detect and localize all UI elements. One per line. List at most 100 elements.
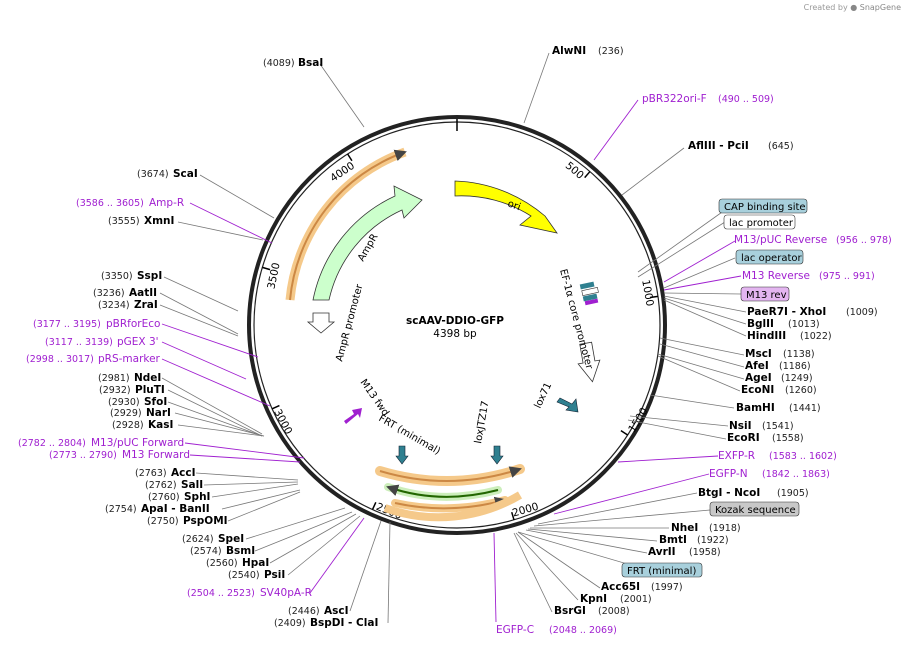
enzyme-sfoi: (2930)SfoI (108, 396, 167, 408)
svg-text:(1249): (1249) (781, 373, 813, 384)
svg-text:(3117 .. 3139): (3117 .. 3139) (45, 337, 113, 348)
svg-text:(1022): (1022) (800, 331, 832, 342)
feature-m13fwd[interactable]: M13 fwd (344, 377, 391, 424)
enzyme-nsii: NsiI(1541) (729, 420, 794, 432)
primer-pbrforeco: (3177 .. 3195) pBRforEco (33, 318, 160, 330)
box-lac-operator: lac operator (735, 249, 804, 265)
svg-text:(2929): (2929) (110, 408, 142, 419)
svg-text:(3234): (3234) (98, 300, 130, 311)
svg-text:M13/pUC Reverse: M13/pUC Reverse (734, 234, 827, 246)
svg-text:(956 .. 978): (956 .. 978) (836, 235, 892, 246)
ampr-promoter-label: AmpR promoter (334, 282, 365, 362)
svg-text:NheI: NheI (671, 522, 698, 534)
svg-text:(236): (236) (598, 46, 624, 57)
enzyme-labels-left: (4089)BsaI (3674)ScaI (3555)XmnI (3350)S… (93, 57, 378, 629)
svg-text:(645): (645) (768, 141, 794, 152)
enzyme-sspi: (3350)SspI (101, 270, 162, 282)
feature-gfp-arrows[interactable] (375, 464, 525, 513)
svg-text:PaeR7I - XhoI: PaeR7I - XhoI (747, 306, 826, 318)
snapgene-logo-icon: ● (850, 3, 858, 12)
svg-text:AscI: AscI (324, 605, 349, 617)
enzyme-psii: (2540) PsiI (228, 569, 285, 581)
svg-text:pRS-marker: pRS-marker (98, 353, 161, 365)
svg-text:(3177 .. 3195): (3177 .. 3195) (33, 319, 101, 330)
svg-text:(1918): (1918) (709, 523, 741, 534)
svg-text:(2782 .. 2804): (2782 .. 2804) (18, 438, 86, 449)
box-kozak-sequence: Kozak sequence (709, 501, 800, 517)
frt-minimal-label: FRT (minimal) (377, 413, 443, 457)
svg-text:(2750): (2750) (147, 516, 179, 527)
feature-itr-bottom[interactable] (383, 491, 523, 522)
feature-lox71[interactable]: lox71 (533, 381, 579, 413)
enzyme-pluti: (2932)PluTI (99, 384, 165, 396)
svg-text:(2762): (2762) (145, 480, 177, 491)
svg-text:PsiI: PsiI (264, 569, 285, 581)
svg-text:(1558): (1558) (772, 433, 804, 444)
svg-text:(2624): (2624) (182, 534, 214, 545)
svg-text:Amp-R: Amp-R (149, 197, 184, 209)
svg-text:lac promoter: lac promoter (729, 218, 794, 229)
primer-m13puc-reverse: M13/pUC Reverse (956 .. 978) (734, 234, 892, 246)
svg-text:CAP binding site: CAP binding site (724, 202, 806, 213)
enzyme-agei: AgeI (1249) (745, 372, 813, 384)
feature-loxjtz17[interactable]: loxJTZ17 (473, 400, 504, 465)
enzyme-hindiii: HindIII(1022) (747, 330, 832, 342)
plasmid-name: scAAV-DDIO-GFP (406, 315, 504, 327)
box-frt-minimal: FRT (minimal) (621, 562, 703, 578)
primer-labels: pBR322ori-F(490 .. 509) (3586 .. 3605)Am… (18, 93, 892, 636)
enzyme-avrii: AvrII(1958) (648, 546, 721, 558)
primer-sv40pa-r: (2504 .. 2523)SV40pA-R (187, 587, 312, 599)
svg-text:(2998 .. 3017): (2998 .. 3017) (26, 354, 94, 365)
svg-text:EGFP-C: EGFP-C (496, 624, 534, 636)
enzyme-bmti: BmtI(1922) (659, 534, 729, 546)
ruler-500: 500 (563, 160, 586, 182)
svg-text:SpeI: SpeI (218, 533, 244, 545)
box-lac-promoter: lac promoter (723, 214, 796, 230)
svg-text:M13 Reverse: M13 Reverse (742, 270, 810, 282)
svg-text:(3350): (3350) (101, 271, 133, 282)
enzyme-kpni: KpnI(2001) (580, 593, 652, 605)
svg-text:FRT (minimal): FRT (minimal) (627, 566, 696, 577)
enzyme-afliii-pcii: AflIII - PciI(645) (688, 140, 794, 152)
svg-text:(2008): (2008) (598, 606, 630, 617)
enzyme-bspdi-clai: (2409)BspDI - ClaI (274, 617, 378, 629)
svg-text:pBRforEco: pBRforEco (106, 318, 160, 330)
svg-text:lac operator: lac operator (741, 253, 802, 264)
enzyme-aatii: (3236) AatII (93, 287, 157, 299)
svg-text:M13 rev: M13 rev (746, 290, 787, 301)
svg-text:(2048 .. 2069): (2048 .. 2069) (549, 625, 617, 636)
primer-pgex3: (3117 .. 3139)pGEX 3' (45, 336, 159, 348)
m13fwd-label: M13 fwd (358, 377, 391, 418)
svg-text:BamHI: BamHI (736, 402, 775, 414)
svg-text:(1842 .. 1863): (1842 .. 1863) (762, 469, 830, 480)
svg-text:(3236): (3236) (93, 288, 125, 299)
feature-frt-minimal[interactable]: FRT (minimal) (377, 413, 443, 465)
enzyme-bamhi: BamHI (1441) (736, 402, 821, 414)
box-m13-rev: M13 rev (740, 286, 790, 302)
enzyme-bglii: BglII(1013) (747, 318, 820, 330)
svg-text:BsaI: BsaI (298, 57, 323, 69)
svg-text:(1260): (1260) (785, 385, 817, 396)
svg-text:AatII: AatII (129, 287, 157, 299)
ori-label: ori (506, 198, 522, 213)
feature-ori[interactable]: ori (454, 180, 558, 234)
svg-text:(3674): (3674) (137, 169, 169, 180)
svg-text:AccI: AccI (171, 467, 195, 479)
plasmid-size: 4398 bp (433, 328, 477, 340)
enzyme-afei: AfeI(1186) (745, 360, 811, 372)
svg-text:M13 Forward: M13 Forward (122, 449, 190, 461)
svg-text:(2001): (2001) (620, 594, 652, 605)
feature-itr-top[interactable] (285, 147, 407, 301)
loxjtz17-label: loxJTZ17 (473, 400, 491, 444)
svg-text:(1922): (1922) (697, 535, 729, 546)
enzyme-hpai: (2560)HpaI (206, 557, 269, 569)
svg-text:AgeI: AgeI (745, 372, 772, 384)
svg-text:AvrII: AvrII (648, 546, 676, 558)
svg-text:(2540): (2540) (228, 570, 260, 581)
svg-text:BsrGI: BsrGI (554, 605, 586, 617)
feature-lac-cluster[interactable] (579, 281, 599, 306)
svg-text:(1441): (1441) (789, 403, 821, 414)
svg-text:(1013): (1013) (788, 319, 820, 330)
svg-text:Acc65I: Acc65I (601, 581, 640, 593)
